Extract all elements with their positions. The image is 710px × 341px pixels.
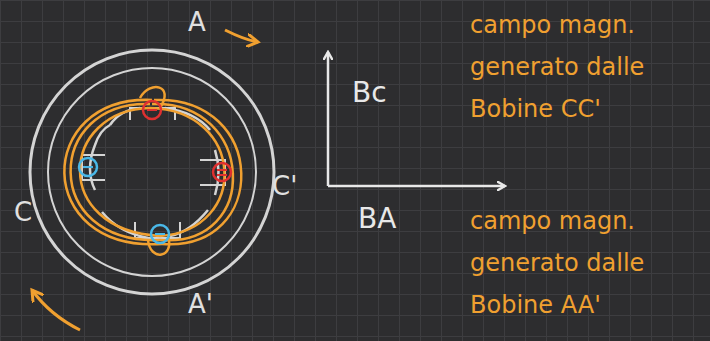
vector-label: BA — [358, 204, 396, 235]
note-text: campo magn. generato dalle Bobine CC' — [470, 4, 695, 130]
note-text: campo magn. generato dalle Bobine AA' — [470, 200, 695, 326]
winding-label: A' — [188, 290, 213, 319]
winding-label: C — [14, 198, 32, 227]
winding-label: C' — [272, 172, 297, 201]
winding-label: A — [188, 8, 206, 37]
vector-label: Bc — [352, 78, 387, 109]
